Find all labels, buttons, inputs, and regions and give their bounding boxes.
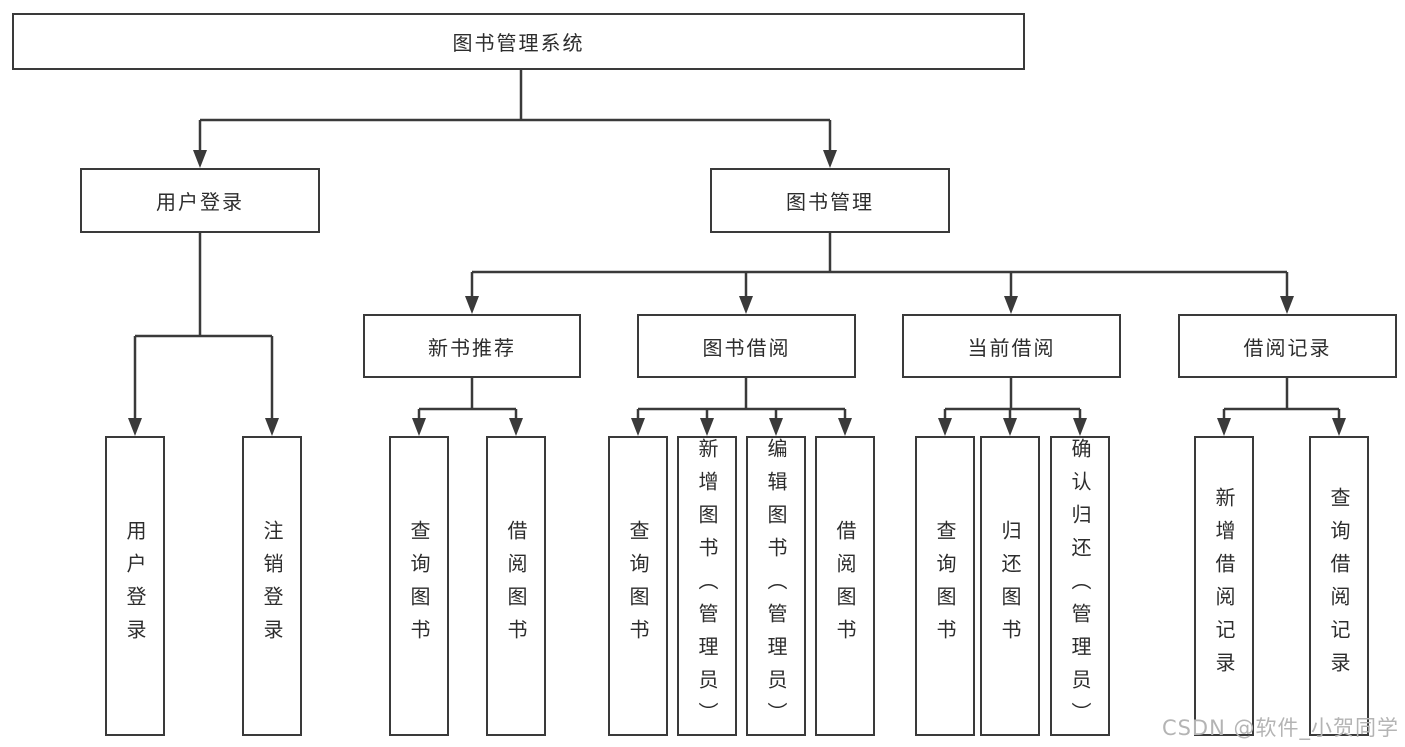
- node-label: 借阅图书: [833, 520, 857, 652]
- node-label: 新增借阅记录: [1212, 487, 1236, 685]
- node-add-borrow-record: 新增借阅记录: [1194, 436, 1254, 736]
- node-query-books-recommend: 查询图书: [389, 436, 449, 736]
- node-label: 借阅图书: [504, 520, 528, 652]
- node-label: 用户登录: [123, 520, 147, 652]
- node-user-login: 用户登录: [80, 168, 320, 233]
- node-label: 新增图书（管理员）: [695, 438, 719, 735]
- csdn-watermark: CSDN @软件_小贺同学: [1161, 716, 1399, 740]
- node-book-borrowing: 图书借阅: [637, 314, 856, 378]
- node-label: 归还图书: [998, 520, 1022, 652]
- node-label: 编辑图书（管理员）: [764, 438, 788, 735]
- node-query-borrow-record: 查询借阅记录: [1309, 436, 1369, 736]
- node-label: 查询图书: [626, 520, 650, 652]
- node-add-books-admin: 新增图书（管理员）: [677, 436, 737, 736]
- node-borrow-books-recommend: 借阅图书: [486, 436, 546, 736]
- node-edit-books-admin: 编辑图书（管理员）: [746, 436, 806, 736]
- node-label: 查询借阅记录: [1327, 487, 1351, 685]
- node-return-books: 归还图书: [980, 436, 1040, 736]
- connector-segments: [133, 70, 1341, 420]
- node-confirm-return-admin: 确认归还（管理员）: [1050, 436, 1110, 736]
- node-label: 确认归还（管理员）: [1068, 438, 1092, 735]
- node-library-system: 图书管理系统: [12, 13, 1025, 70]
- node-current-borrowing: 当前借阅: [902, 314, 1121, 378]
- node-logout: 注销登录: [242, 436, 302, 736]
- node-user-login-action: 用户登录: [105, 436, 165, 736]
- node-query-books-current: 查询图书: [915, 436, 975, 736]
- node-borrow-books: 借阅图书: [815, 436, 875, 736]
- node-label: 注销登录: [260, 520, 284, 652]
- node-new-book-recommend: 新书推荐: [363, 314, 581, 378]
- node-borrow-records: 借阅记录: [1178, 314, 1397, 378]
- node-query-books-borrow: 查询图书: [608, 436, 668, 736]
- node-label: 查询图书: [933, 520, 957, 652]
- node-label: 查询图书: [407, 520, 431, 652]
- node-book-management: 图书管理: [710, 168, 950, 233]
